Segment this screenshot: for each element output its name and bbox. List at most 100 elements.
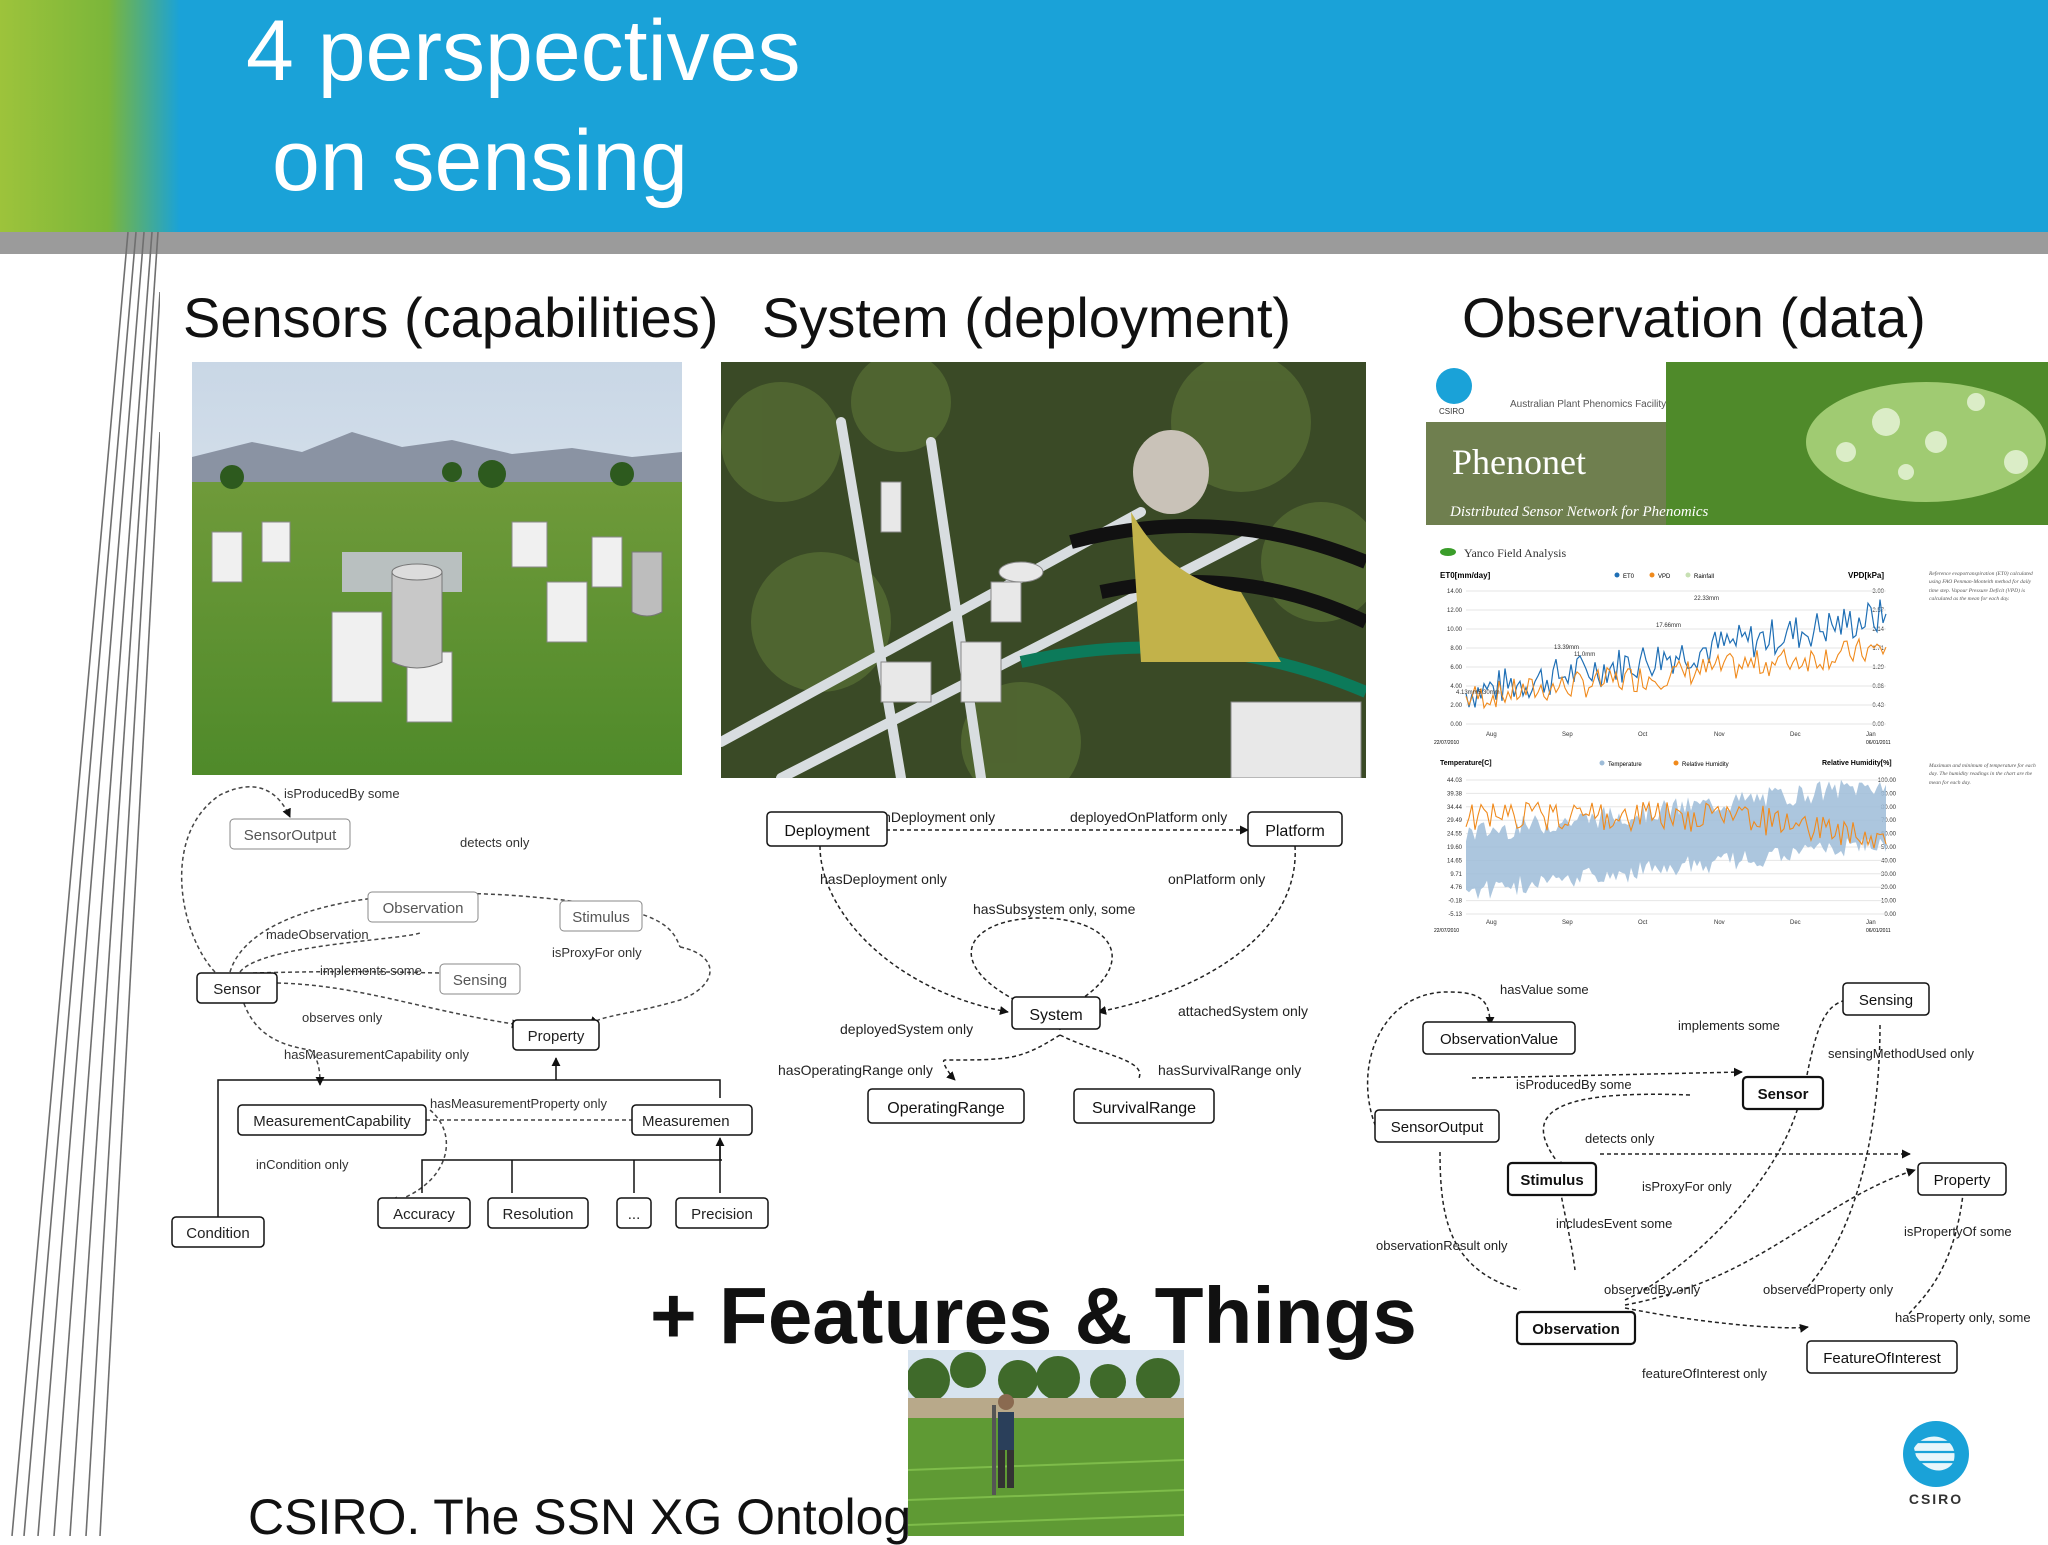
system-deployment-photo bbox=[721, 362, 1366, 778]
svg-text:Relative Humidity: Relative Humidity bbox=[1682, 762, 1729, 768]
rh-tick: 10.00 bbox=[1881, 899, 1897, 905]
vpd-tick: 0.86 bbox=[1872, 684, 1884, 690]
svg-text:deployedOnPlatform only: deployedOnPlatform only bbox=[1070, 809, 1227, 825]
svg-text:observationResult only: observationResult only bbox=[1376, 1238, 1508, 1253]
csiro-logo-text: CSIRO bbox=[1909, 1491, 1963, 1507]
rh-tick: 50.00 bbox=[1881, 845, 1897, 851]
svg-text:hasSurvivalRange only: hasSurvivalRange only bbox=[1158, 1062, 1301, 1078]
svg-text:isProxyFor only: isProxyFor only bbox=[552, 945, 642, 960]
svg-text:SurvivalRange: SurvivalRange bbox=[1092, 1100, 1196, 1117]
month-label: Jan bbox=[1866, 732, 1876, 738]
svg-text:Property: Property bbox=[1934, 1172, 1991, 1189]
rh-tick: 80.00 bbox=[1881, 805, 1897, 811]
svg-text:onPlatform only: onPlatform only bbox=[1168, 871, 1265, 887]
svg-text:includesEvent some: includesEvent some bbox=[1556, 1216, 1672, 1231]
svg-text:OperatingRange: OperatingRange bbox=[887, 1100, 1005, 1117]
et0-tick: 4.00 bbox=[1450, 684, 1462, 690]
phenonet-screenshot: CSIRO Australian Plant Phenomics Facilit… bbox=[1426, 362, 2048, 937]
vpd-tick: 1.29 bbox=[1872, 665, 1884, 671]
title-banner-accent bbox=[0, 0, 180, 232]
temperature-humidity-chart: Temperature[C] Relative Humidity[%] Temp… bbox=[1434, 760, 1897, 934]
svg-text:observes only: observes only bbox=[302, 1010, 383, 1025]
month-label: Dec bbox=[1790, 732, 1801, 738]
et0-tick: 0.00 bbox=[1450, 722, 1462, 728]
svg-text:observedProperty only: observedProperty only bbox=[1763, 1282, 1894, 1297]
svg-text:Temperature: Temperature bbox=[1608, 762, 1642, 768]
temp-tick: -0.18 bbox=[1448, 899, 1462, 905]
features-things-caption: + Features & Things bbox=[650, 1271, 1417, 1360]
svg-text:MeasurementCapability: MeasurementCapability bbox=[253, 1113, 411, 1130]
footer-text: CSIRO. The SSN XG Ontolog bbox=[248, 1489, 912, 1545]
svg-text:5.30mm: 5.30mm bbox=[1478, 690, 1500, 696]
et0-tick: 8.00 bbox=[1450, 646, 1462, 652]
temp-tick: 19.60 bbox=[1447, 845, 1463, 851]
svg-text:VPD: VPD bbox=[1658, 574, 1671, 580]
svg-text:Sensing: Sensing bbox=[453, 972, 507, 989]
rh-tick: 90.00 bbox=[1881, 791, 1897, 797]
month-label: Oct bbox=[1638, 920, 1648, 926]
svg-text:Platform: Platform bbox=[1265, 823, 1325, 840]
svg-text:Rainfall: Rainfall bbox=[1694, 574, 1714, 580]
svg-text:hasMeasurementProperty only: hasMeasurementProperty only bbox=[430, 1096, 608, 1111]
et0-tick: 10.00 bbox=[1447, 627, 1463, 633]
svg-text:implements some: implements some bbox=[1678, 1018, 1780, 1033]
svg-text:hasProperty only, some: hasProperty only, some bbox=[1895, 1310, 2031, 1325]
temp-tick: 24.55 bbox=[1447, 832, 1463, 838]
svg-text:Deployment: Deployment bbox=[784, 823, 870, 840]
svg-text:...: ... bbox=[628, 1206, 641, 1223]
header-divider bbox=[0, 232, 2048, 254]
svg-text:hasDeployment only: hasDeployment only bbox=[820, 871, 947, 887]
svg-text:madeObservation: madeObservation bbox=[266, 927, 369, 942]
svg-text:implements some: implements some bbox=[320, 963, 422, 978]
svg-text:detects only: detects only bbox=[460, 835, 530, 850]
svg-text:17.66mm: 17.66mm bbox=[1656, 623, 1681, 629]
svg-text:Accuracy: Accuracy bbox=[393, 1206, 455, 1223]
svg-text:FeatureOfInterest: FeatureOfInterest bbox=[1823, 1350, 1941, 1367]
rh-tick: 70.00 bbox=[1881, 818, 1897, 824]
svg-text:Observation: Observation bbox=[1532, 1321, 1620, 1338]
svg-text:featureOfInterest only: featureOfInterest only bbox=[1642, 1366, 1768, 1381]
svg-text:Sensing: Sensing bbox=[1859, 992, 1913, 1009]
temp-tick: 34.44 bbox=[1447, 805, 1463, 811]
temp-tick: 4.76 bbox=[1450, 885, 1462, 891]
svg-text:Sensor: Sensor bbox=[1758, 1086, 1809, 1103]
et0-tick: 2.00 bbox=[1450, 703, 1462, 709]
svg-text:22/07/2010: 22/07/2010 bbox=[1434, 740, 1459, 746]
svg-text:hasMeasurementCapability only: hasMeasurementCapability only bbox=[284, 1047, 469, 1062]
section-heading-sensors: Sensors (capabilities) bbox=[183, 286, 719, 349]
rh-tick: 0.00 bbox=[1884, 912, 1896, 918]
svg-text:11.0mm: 11.0mm bbox=[1574, 652, 1595, 658]
svg-text:Condition: Condition bbox=[186, 1225, 249, 1242]
slide-title-line2: on sensing bbox=[272, 113, 688, 209]
svg-text:22.33mm: 22.33mm bbox=[1694, 596, 1719, 602]
month-label: Jan bbox=[1866, 920, 1876, 926]
svg-text:ET0[mm/day]: ET0[mm/day] bbox=[1440, 571, 1491, 580]
sensor-field-photo bbox=[192, 362, 682, 775]
svg-text:Sensor: Sensor bbox=[213, 981, 261, 998]
svg-text:inCondition only: inCondition only bbox=[256, 1157, 349, 1172]
vpd-tick: 1.71 bbox=[1872, 646, 1884, 652]
rh-tick: 20.00 bbox=[1881, 885, 1897, 891]
svg-text:Stimulus: Stimulus bbox=[572, 909, 630, 926]
svg-text:inDeployment only: inDeployment only bbox=[880, 809, 995, 825]
month-label: Sep bbox=[1562, 920, 1573, 926]
temp-tick: 29.49 bbox=[1447, 818, 1463, 824]
temp-tick: 39.38 bbox=[1447, 791, 1463, 797]
section-heading-system: System (deployment) bbox=[762, 286, 1292, 349]
month-label: Dec bbox=[1790, 920, 1801, 926]
svg-text:hasValue some: hasValue some bbox=[1500, 982, 1589, 997]
et0-tick: 12.00 bbox=[1447, 608, 1463, 614]
svg-text:06/01/2011: 06/01/2011 bbox=[1866, 740, 1891, 746]
node-sensoroutput bbox=[229, 818, 351, 850]
month-label: Aug bbox=[1486, 920, 1497, 926]
svg-text:VPD[kPa]: VPD[kPa] bbox=[1848, 571, 1884, 580]
svg-text:Property: Property bbox=[528, 1028, 585, 1045]
temp-tick: 44.03 bbox=[1447, 778, 1463, 784]
phenonet-section: Yanco Field Analysis bbox=[1464, 546, 1566, 560]
rh-tick: 30.00 bbox=[1881, 872, 1897, 878]
svg-text:isProducedBy some: isProducedBy some bbox=[284, 786, 400, 801]
temp-tick: 9.71 bbox=[1450, 872, 1462, 878]
svg-text:sensingMethodUsed only: sensingMethodUsed only bbox=[1828, 1046, 1974, 1061]
vpd-tick: 0.43 bbox=[1872, 703, 1884, 709]
phenonet-facility: Australian Plant Phenomics Facility bbox=[1510, 399, 1666, 410]
